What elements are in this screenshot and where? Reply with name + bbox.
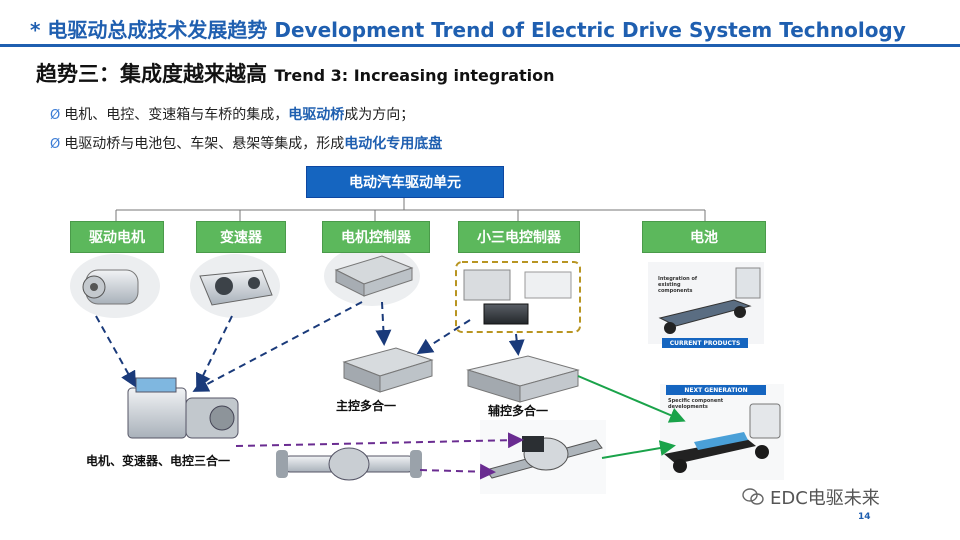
slide-subtitle: 趋势三：集成度越来越高 Trend 3: Increasing integrat… [36, 58, 555, 88]
component-box-small-controllers: 小三电控制器 [458, 221, 580, 253]
title-divider [0, 44, 960, 47]
page-title: * 电驱动总成技术发展趋势 Development Trend of Elect… [30, 18, 906, 42]
drive-motor-image [70, 254, 160, 318]
motor-controller-image [324, 246, 420, 306]
drive-unit-root-box: 电动汽车驱动单元 [306, 166, 504, 198]
battery-image [648, 262, 764, 344]
bullet-text: 电驱动桥与电池包、车架、悬架等集成，形成 [64, 136, 345, 152]
page-number: 14 [858, 512, 871, 522]
component-box-drive-motor: 驱动电机 [70, 221, 164, 253]
bullet-highlight: 电动化专用底盘 [344, 136, 443, 152]
subtitle-chinese: 趋势三：集成度越来越高 [36, 62, 267, 86]
integration-label: Integration of existing components [658, 276, 698, 294]
bullet-text: 电机、电控、变速箱与车桥的集成， [64, 107, 289, 123]
next-generation-image [660, 384, 784, 480]
bullet-icon: Ø [50, 108, 61, 123]
e-axle-image [480, 420, 606, 494]
watermark: EDC电驱未来 [742, 484, 880, 510]
next-generation-label: NEXT GENERATION [666, 385, 766, 395]
chassis-integration-arrows [577, 375, 686, 459]
three-in-one-image [127, 377, 239, 439]
component-box-battery: 电池 [642, 221, 766, 253]
tree-connectors [115, 196, 706, 221]
current-products-label: CURRENT PRODUCTS [662, 338, 748, 348]
aux-controller-caption: 辅控多合一 [488, 404, 549, 418]
axle-image [276, 447, 422, 481]
component-box-motor-controller: 电机控制器 [322, 221, 430, 253]
controller-integration-arrows [95, 301, 525, 392]
component-box-gearbox: 变速器 [196, 221, 286, 253]
bullet-icon: Ø [50, 137, 61, 152]
subtitle-english: Trend 3: Increasing integration [274, 66, 555, 85]
aux-controller-image [466, 355, 580, 403]
main-controller-caption: 主控多合一 [336, 399, 397, 413]
specific-developments-label: Specific component developments [668, 398, 724, 410]
bullet-highlight: 电驱动桥 [288, 107, 345, 123]
three-in-one-caption: 电机、变速器、电控三合一 [86, 454, 231, 468]
watermark-text: EDC电驱未来 [770, 488, 880, 509]
axle-integration-arrows [235, 432, 524, 480]
gearbox-image [190, 254, 280, 318]
wechat-icon [742, 488, 764, 505]
bullet-text-end: 成为方向； [344, 107, 415, 123]
small-controllers-image [455, 261, 581, 333]
main-controller-image [342, 347, 434, 393]
